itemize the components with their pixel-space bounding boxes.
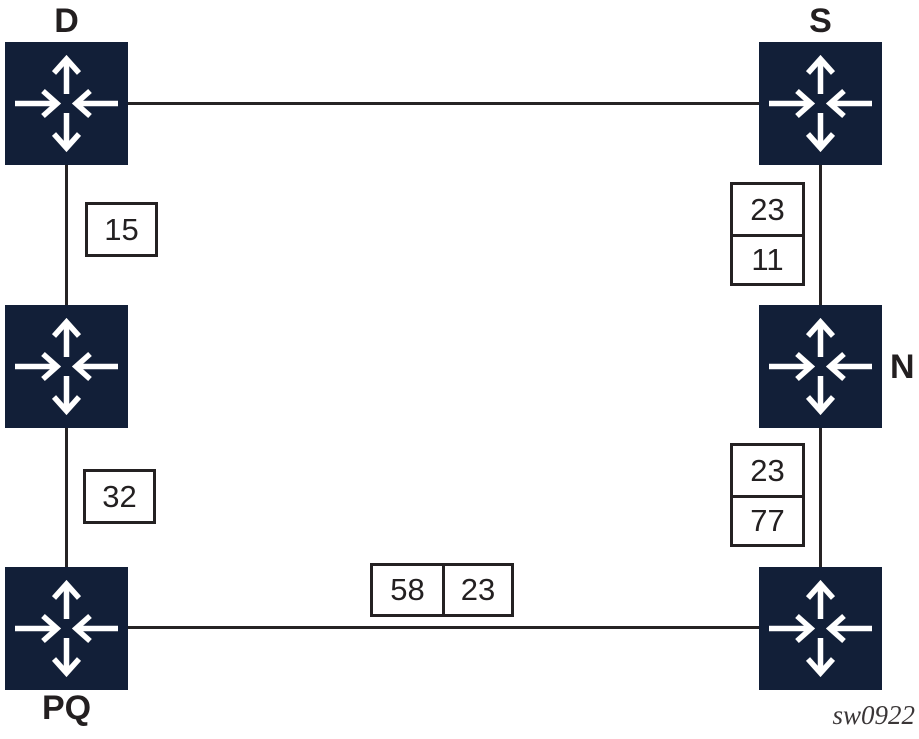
link-d-s	[128, 102, 759, 105]
router-node-bottom-right	[759, 567, 882, 690]
router-crossed-arrows-icon	[5, 42, 128, 165]
link-pq-br	[128, 626, 759, 629]
router-node-n	[759, 305, 882, 428]
link-n-br	[819, 428, 822, 567]
figure-code: sw0922	[832, 700, 915, 730]
metric-box-d-ml: 15	[85, 202, 158, 257]
node-label-pq: PQ	[41, 689, 92, 727]
router-node-s	[759, 42, 882, 165]
router-node-pq	[5, 567, 128, 690]
metric-value: 23	[733, 446, 802, 495]
node-label-s: S	[809, 2, 832, 40]
node-label-d: D	[54, 2, 79, 40]
metric-value: 32	[86, 472, 153, 521]
metric-value: 15	[88, 205, 155, 254]
metric-value: 58	[373, 566, 442, 614]
router-node-d	[5, 42, 128, 165]
router-crossed-arrows-icon	[759, 567, 882, 690]
metric-value: 77	[733, 495, 802, 544]
link-ml-pq	[65, 428, 68, 567]
node-label-n: N	[890, 348, 915, 386]
router-crossed-arrows-icon	[5, 567, 128, 690]
router-node-middle-left	[5, 305, 128, 428]
metric-box-pq-br: 58 23	[370, 563, 514, 617]
link-s-n	[819, 165, 822, 305]
router-crossed-arrows-icon	[759, 305, 882, 428]
metric-value: 23	[733, 185, 802, 234]
metric-box-n-br: 23 77	[730, 443, 805, 547]
metric-box-s-n: 23 11	[730, 182, 805, 286]
link-d-ml	[65, 165, 68, 305]
metric-value: 11	[733, 234, 802, 283]
metric-value: 23	[442, 566, 511, 614]
metric-box-ml-pq: 32	[83, 469, 156, 524]
router-crossed-arrows-icon	[5, 305, 128, 428]
router-crossed-arrows-icon	[759, 42, 882, 165]
